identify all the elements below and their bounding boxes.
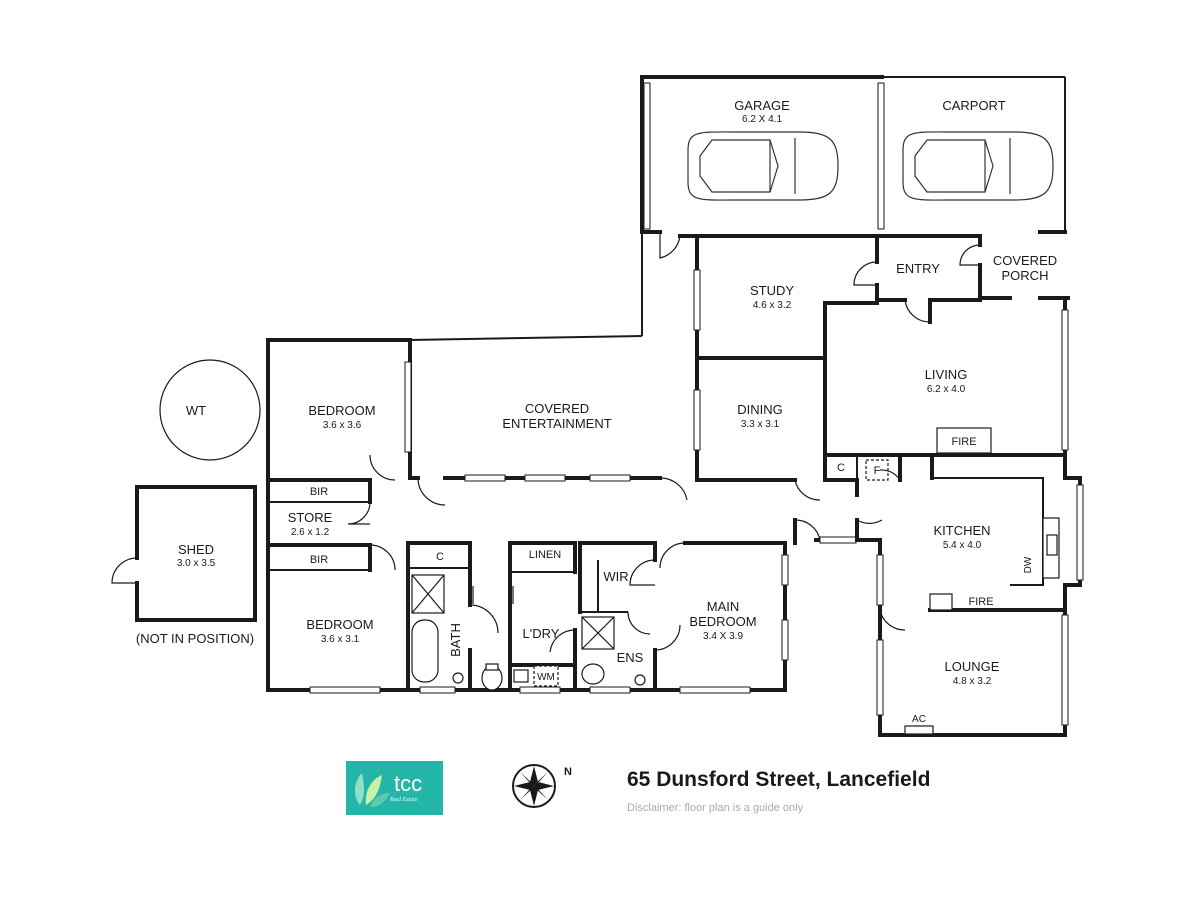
compass-icon — [512, 764, 556, 808]
fire-label-living: FIRE — [951, 436, 976, 448]
garage-carport — [640, 75, 1067, 234]
study-dims: 4.6 x 3.2 — [753, 300, 792, 311]
brand-logo: tcc Real Estate — [346, 761, 443, 815]
doors — [347, 232, 981, 653]
covered-porch-label-2: PORCH — [1002, 268, 1049, 283]
living-dims: 6.2 x 4.0 — [927, 384, 966, 395]
dining-label: DINING — [737, 402, 783, 417]
fire-label-lounge: FIRE — [968, 596, 993, 608]
main-bedroom-dims: 3.4 X 3.9 — [703, 631, 743, 642]
laundry-label: L'DRY — [523, 626, 560, 641]
compass-north-label: N — [564, 766, 572, 778]
shed-label: SHED — [178, 542, 214, 557]
brand-name: tcc — [394, 771, 423, 796]
study-label: STUDY — [750, 283, 794, 298]
brand-tagline: Real Estate — [390, 797, 418, 803]
cupboard-label-1: C — [436, 551, 444, 563]
kitchen-label: KITCHEN — [933, 523, 990, 538]
wm-label: WM — [537, 672, 555, 683]
car-carport-icon — [902, 131, 1054, 201]
bath-label: BATH — [448, 623, 463, 657]
lounge-label: LOUNGE — [945, 659, 1000, 674]
lounge-dims: 4.8 x 3.2 — [953, 676, 992, 687]
bir1-label: BIR — [310, 486, 328, 498]
shed-note: (NOT IN POSITION) — [136, 631, 254, 646]
property-address: 65 Dunsford Street, Lancefield — [627, 768, 931, 791]
shed — [111, 485, 257, 622]
bedroom2-dims: 3.6 x 3.1 — [321, 634, 360, 645]
leaf-icon — [354, 773, 390, 807]
bir2-label: BIR — [310, 554, 328, 566]
covered-porch-label-1: COVERED — [993, 253, 1057, 268]
main-bedroom-label-1: MAIN — [707, 599, 740, 614]
entry-label: ENTRY — [896, 261, 940, 276]
bedroom1-label: BEDROOM — [308, 403, 375, 418]
garage-dims: 6.2 X 4.1 — [742, 114, 782, 125]
store-dims: 2.6 x 1.2 — [291, 527, 330, 538]
bedroom2-label: BEDROOM — [306, 617, 373, 632]
cupboard-label-2: C — [837, 462, 845, 474]
shed-dims: 3.0 x 3.5 — [177, 558, 216, 569]
house-walls — [266, 230, 1084, 737]
disclaimer: Disclaimer: floor plan is a guide only — [627, 802, 804, 814]
covered-entertainment-label-1: COVERED — [525, 401, 589, 416]
bedroom1-dims: 3.6 x 3.6 — [323, 420, 362, 431]
wt-label: WT — [186, 403, 206, 418]
garage-label: GARAGE — [734, 98, 790, 113]
car-garage-icon — [687, 131, 839, 201]
f-label: F — [874, 465, 881, 477]
dw-label: DW — [1023, 556, 1034, 573]
main-bedroom-label-2: BEDROOM — [689, 614, 756, 629]
ac-label: AC — [912, 714, 926, 725]
covered-entertainment-label-2: ENTERTAINMENT — [502, 416, 611, 431]
dining-dims: 3.3 x 3.1 — [741, 419, 780, 430]
living-label: LIVING — [925, 367, 968, 382]
carport-label: CARPORT — [942, 98, 1005, 113]
kitchen-dims: 5.4 x 4.0 — [943, 540, 982, 551]
store-label: STORE — [288, 510, 333, 525]
ens-label: ENS — [617, 650, 644, 665]
linen-label: LINEN — [529, 549, 561, 561]
wir-label: WIR — [603, 569, 628, 584]
water-tank — [159, 359, 261, 461]
